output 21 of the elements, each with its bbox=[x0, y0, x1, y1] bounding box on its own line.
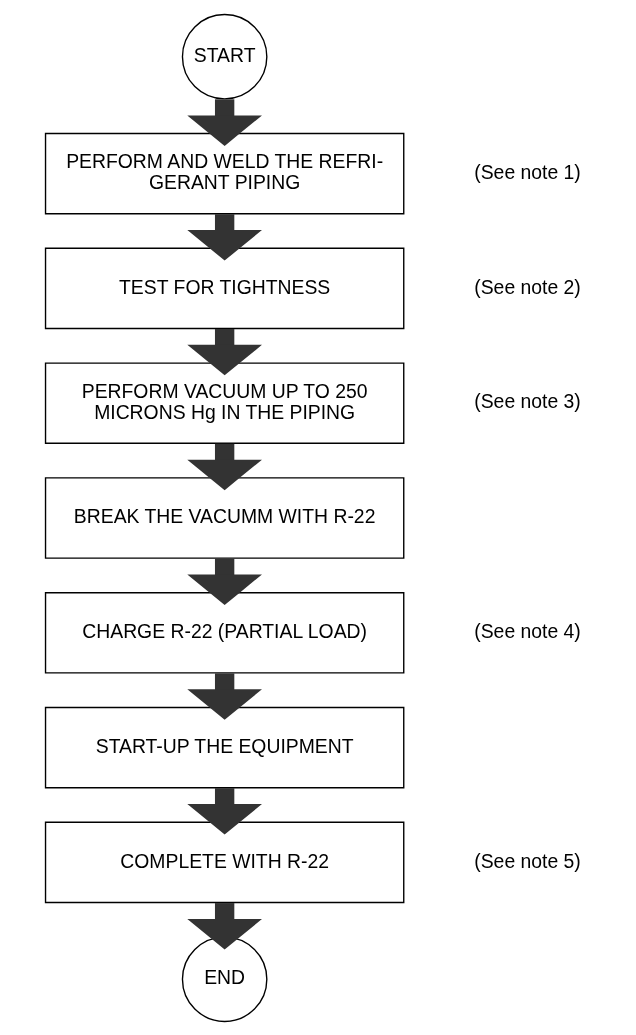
node-label: (See note 2) bbox=[474, 275, 581, 298]
arrow bbox=[187, 213, 262, 261]
arrow bbox=[187, 98, 262, 146]
arrow bbox=[187, 902, 262, 949]
arrow bbox=[187, 328, 262, 375]
node-label: (See note 5) bbox=[474, 849, 581, 872]
node-box: START-UP THE EQUIPMENT bbox=[44, 706, 405, 788]
node-circle: START bbox=[181, 13, 268, 100]
arrow bbox=[187, 672, 262, 720]
arrow bbox=[187, 787, 262, 835]
arrow bbox=[187, 558, 262, 605]
arrow bbox=[187, 443, 262, 490]
node-box: COMPLETE WITH R-22 bbox=[44, 821, 405, 903]
node-label: (See note 4) bbox=[474, 619, 581, 642]
node-label: (See note 3) bbox=[474, 389, 581, 412]
node-box: TEST FOR TIGHTNESS bbox=[44, 247, 405, 329]
node-box: PERFORM VACUUM UP TO 250 MICRONS Hg IN THE PIPING bbox=[44, 361, 405, 444]
node-box: CHARGE R-22 (PARTIAL LOAD) bbox=[44, 591, 405, 674]
node-label: (See note 1) bbox=[474, 160, 581, 183]
node-box: PERFORM AND WELD THE REFRI- GERANT PIPING bbox=[44, 132, 405, 214]
node-box: BREAK THE VACUMM WITH R-22 bbox=[44, 476, 405, 559]
